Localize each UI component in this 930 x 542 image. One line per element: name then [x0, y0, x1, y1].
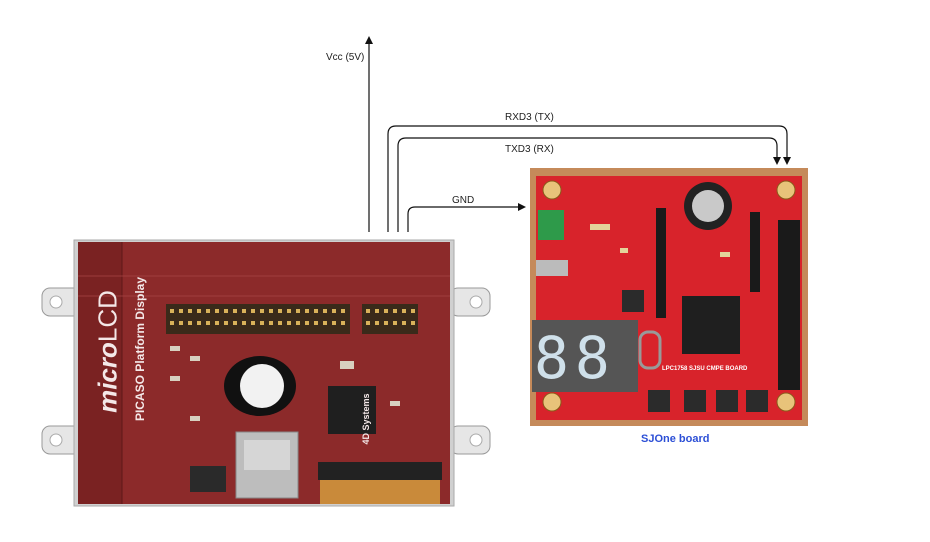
header-pin — [251, 309, 255, 313]
sjone-caption: SJOne board — [641, 433, 710, 445]
header-pin — [215, 321, 219, 325]
header-pin — [393, 309, 397, 313]
header-pin — [206, 309, 210, 313]
header-pin — [305, 321, 309, 325]
header-pin — [375, 309, 379, 313]
header-pin — [206, 321, 210, 325]
header-pin — [323, 309, 327, 313]
sjone-board — [530, 168, 808, 426]
header-pin — [296, 321, 300, 325]
header-pin — [260, 321, 264, 325]
microlcd-board — [41, 239, 491, 507]
header-pin — [314, 321, 318, 325]
brand-lcd: LCD — [92, 290, 123, 343]
header-pin — [170, 321, 174, 325]
header-pin — [233, 309, 237, 313]
header-pin — [402, 321, 406, 325]
header-pin — [341, 309, 345, 313]
header-pin — [188, 321, 192, 325]
header-pin — [384, 309, 388, 313]
header-pin — [323, 321, 327, 325]
header-pin — [384, 321, 388, 325]
header-pin — [411, 309, 415, 313]
header-pin — [278, 309, 282, 313]
header-pin — [366, 309, 370, 313]
header-pin — [188, 309, 192, 313]
header-pin — [314, 309, 318, 313]
header-pin — [287, 309, 291, 313]
header-pin — [411, 321, 415, 325]
brand-micro: micro — [92, 342, 123, 413]
header-pin — [215, 309, 219, 313]
gnd-label: GND — [452, 195, 475, 206]
header-pin — [269, 321, 273, 325]
header-pin — [287, 321, 291, 325]
txd3-label: TXD3 (RX) — [505, 144, 554, 155]
header-pin — [251, 321, 255, 325]
header-pin — [224, 309, 228, 313]
header-pin — [393, 321, 397, 325]
header-pin — [233, 321, 237, 325]
header-pin — [296, 309, 300, 313]
header-pin — [224, 321, 228, 325]
txd3-wire — [397, 137, 781, 232]
header-pin — [170, 309, 174, 313]
vcc-label: Vcc (5V) — [326, 52, 365, 63]
header-pin — [332, 321, 336, 325]
sjone-silkscreen: LPC1758 SJSU CMPE BOARD — [662, 366, 748, 372]
header-pin — [402, 309, 406, 313]
header-pin — [242, 321, 246, 325]
header-pin — [278, 321, 282, 325]
header-pin — [242, 309, 246, 313]
header-pin — [375, 321, 379, 325]
header-pin — [179, 309, 183, 313]
rxd3-wire — [387, 125, 791, 232]
header-pin — [179, 321, 183, 325]
header-pin — [260, 309, 264, 313]
header-pin — [269, 309, 273, 313]
header-pin — [197, 309, 201, 313]
header-pin — [197, 321, 201, 325]
header-pin — [366, 321, 370, 325]
gnd-wire — [407, 203, 526, 232]
header-pin — [341, 321, 345, 325]
header-pin — [332, 309, 336, 313]
seven-segment-display: 88 — [534, 324, 616, 392]
rxd3-label: RXD3 (TX) — [505, 112, 554, 123]
header-pin — [305, 309, 309, 313]
